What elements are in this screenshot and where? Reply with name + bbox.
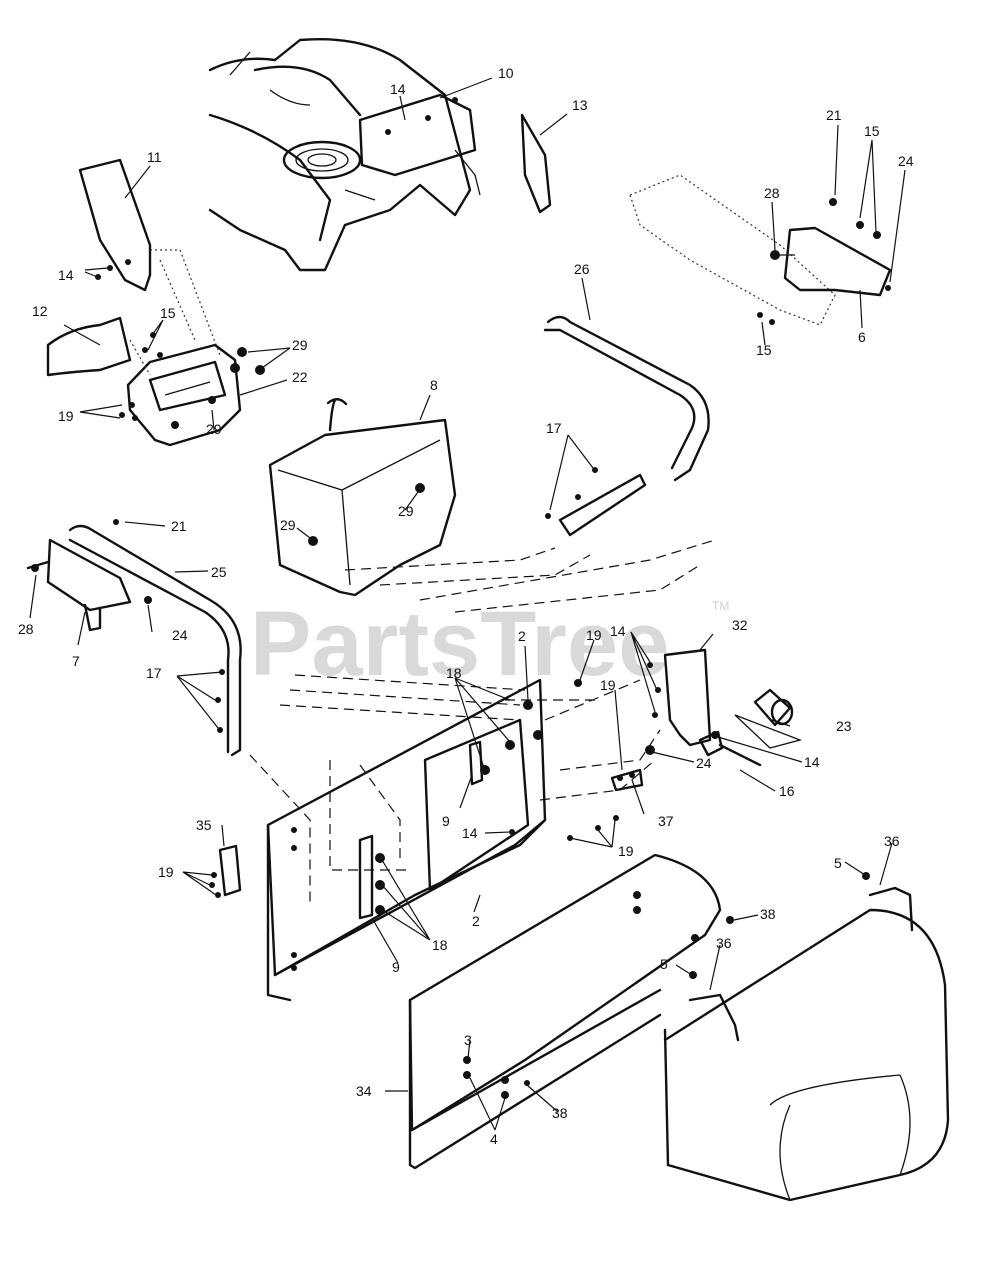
part-35-latch xyxy=(218,844,242,897)
watermark: PartsTree xyxy=(250,593,669,695)
part-36-handle xyxy=(688,886,914,1042)
callout-29: 29 xyxy=(398,503,414,519)
callout-23: 23 xyxy=(836,718,852,734)
callout-15: 15 xyxy=(864,123,880,139)
part-34-frame xyxy=(408,853,722,1170)
callout-11: 11 xyxy=(147,149,162,165)
watermark-trademark: TM xyxy=(712,599,729,613)
callout-28: 28 xyxy=(18,621,34,637)
callout-18: 18 xyxy=(432,937,448,953)
callout-4: 4 xyxy=(490,1131,498,1147)
callout-9: 9 xyxy=(442,813,450,829)
callout-28: 28 xyxy=(764,185,780,201)
callout-35: 35 xyxy=(196,817,212,833)
callout-19: 19 xyxy=(58,408,74,424)
callout-38: 38 xyxy=(552,1105,568,1121)
callout-34: 34 xyxy=(356,1083,372,1099)
callout-13: 13 xyxy=(572,97,588,113)
callout-26: 26 xyxy=(574,261,590,277)
callout-9: 9 xyxy=(392,959,400,975)
callout-15: 15 xyxy=(756,342,772,358)
callout-29: 29 xyxy=(206,421,222,437)
callout-24: 24 xyxy=(898,153,914,169)
callout-10: 10 xyxy=(498,65,514,81)
callout-22: 22 xyxy=(292,369,308,385)
part-32-bracket xyxy=(663,648,724,757)
callout-21: 21 xyxy=(826,107,842,123)
callout-12: 12 xyxy=(32,303,48,319)
part-25-tube xyxy=(26,524,242,757)
callout-24: 24 xyxy=(172,627,188,643)
part-2-panel xyxy=(266,678,547,1002)
callout-29: 29 xyxy=(292,337,308,353)
callout-29: 29 xyxy=(280,517,296,533)
part-8-bag-frame xyxy=(268,398,457,597)
callout-labels: 10 14 13 11 14 12 15 29 22 19 29 21 15 2… xyxy=(18,65,914,1147)
part-26-handle xyxy=(543,315,710,537)
callout-14: 14 xyxy=(804,754,820,770)
callout-2: 2 xyxy=(518,628,526,644)
callout-38: 38 xyxy=(760,906,776,922)
part-23-roller xyxy=(734,688,803,749)
callout-19: 19 xyxy=(618,843,634,859)
part-9-strip xyxy=(358,834,374,920)
callout-5: 5 xyxy=(834,855,842,871)
callout-6: 6 xyxy=(858,329,866,345)
callout-21: 21 xyxy=(171,518,187,534)
callout-36: 36 xyxy=(716,935,732,951)
callout-36: 36 xyxy=(884,833,900,849)
part-22-chute-adapter xyxy=(126,343,242,447)
mower-deck xyxy=(208,37,481,272)
callout-25: 25 xyxy=(211,564,227,580)
part-13-plate xyxy=(520,113,552,214)
callout-5: 5 xyxy=(660,956,668,972)
part-11-guard xyxy=(78,158,152,292)
callout-14: 14 xyxy=(610,623,626,639)
callout-8: 8 xyxy=(430,377,438,393)
callout-16: 16 xyxy=(779,783,795,799)
callout-14: 14 xyxy=(462,825,478,841)
callout-19: 19 xyxy=(600,677,616,693)
hardware-fasteners xyxy=(31,97,891,1099)
part-9-strip-2 xyxy=(468,740,484,786)
part-12-deflector xyxy=(46,316,132,377)
callout-24: 24 xyxy=(696,755,712,771)
callout-17: 17 xyxy=(546,420,562,436)
callout-19: 19 xyxy=(158,864,174,880)
part-37-clip xyxy=(610,768,644,792)
part-16-bolt xyxy=(718,743,762,767)
grass-bag xyxy=(663,908,950,1202)
callout-17: 17 xyxy=(146,665,162,681)
callout-2: 2 xyxy=(472,913,480,929)
callout-15: 15 xyxy=(160,305,176,321)
callout-32: 32 xyxy=(732,617,748,633)
leader-lines xyxy=(29,77,906,1131)
callout-19: 19 xyxy=(586,627,602,643)
callout-18: 18 xyxy=(446,665,462,681)
part-6-bracket xyxy=(629,174,892,326)
callout-37: 37 xyxy=(658,813,674,829)
callout-3: 3 xyxy=(464,1032,472,1048)
callout-7: 7 xyxy=(72,653,80,669)
callout-14: 14 xyxy=(58,267,74,283)
callout-14: 14 xyxy=(390,81,406,97)
